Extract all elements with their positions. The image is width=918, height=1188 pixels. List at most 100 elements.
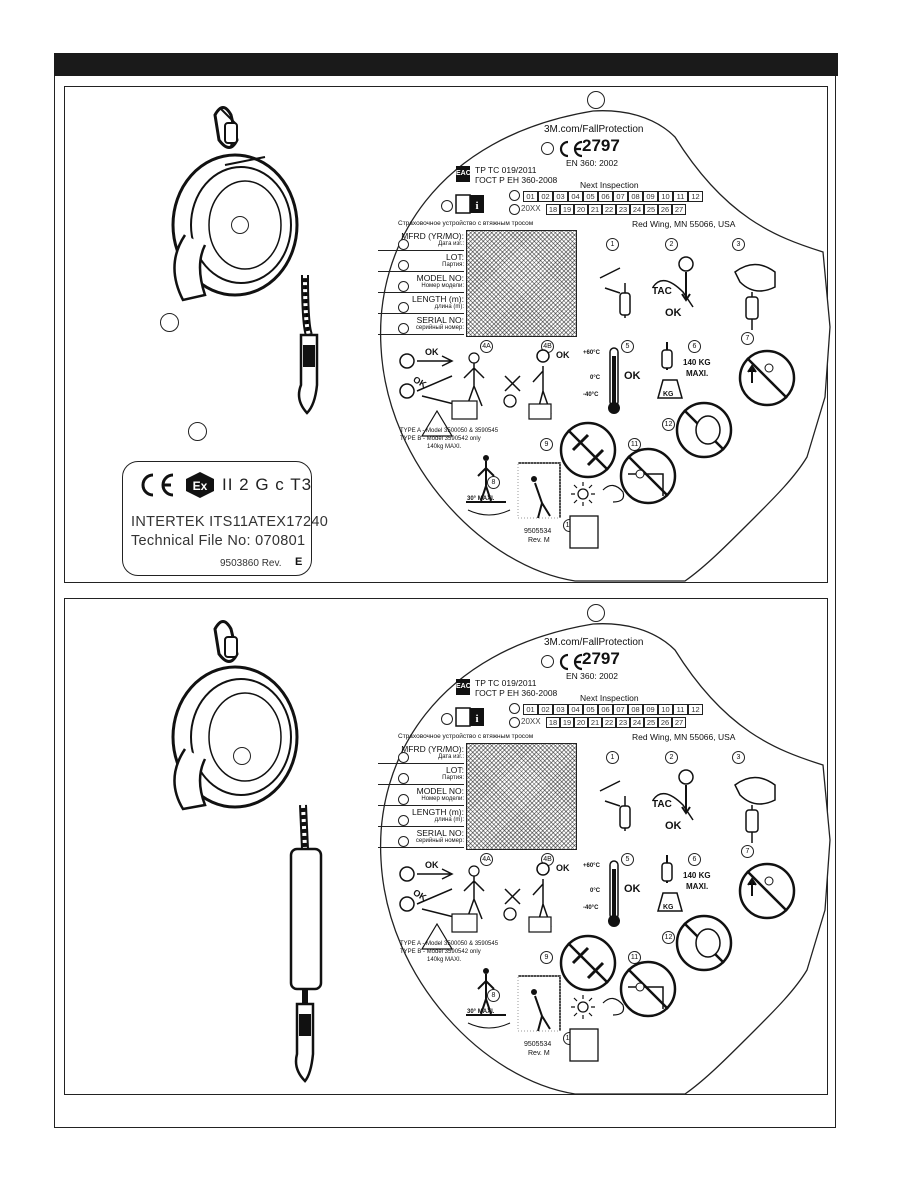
eac-mark-icon: EAC xyxy=(456,679,471,695)
load-max: MAXI. xyxy=(686,882,709,891)
type-b: TYPE B - Model 3590542 only xyxy=(400,436,481,442)
no-edge-icon xyxy=(619,960,677,1018)
callout-device xyxy=(231,216,249,234)
gost: ГОСТ Р ЕН 360-2008 xyxy=(475,688,558,698)
callout-ce xyxy=(541,655,554,668)
info-field xyxy=(378,293,464,314)
website: 3M.com/FallProtection xyxy=(544,637,644,648)
ok-5: OK xyxy=(624,370,641,382)
field-callout xyxy=(398,260,409,271)
field-label-en: MFRD (YR/MO): xyxy=(401,231,464,241)
field-callout xyxy=(398,815,409,826)
next-inspection: Next Inspection xyxy=(580,693,639,703)
thermometer-icon xyxy=(608,860,620,927)
ex-hexagon-icon: Ex xyxy=(186,472,214,498)
device-illustration xyxy=(171,106,319,415)
month-cell: 02 xyxy=(538,191,553,202)
no-open-icon xyxy=(675,401,733,459)
svg-text:Ex: Ex xyxy=(193,479,208,493)
callout-year xyxy=(509,717,520,728)
label-outline xyxy=(379,110,831,582)
step1-pictogram xyxy=(599,267,631,318)
step-number: 5 xyxy=(621,853,634,866)
callout-month xyxy=(509,190,520,201)
callout-ce xyxy=(541,142,554,155)
info-field xyxy=(378,827,464,848)
month-cell: 02 xyxy=(538,704,553,715)
month-cell: 01 xyxy=(523,704,538,715)
angle-max: 30° MAXI. xyxy=(467,496,495,502)
ce-number: 2797 xyxy=(582,136,620,155)
atex-certificate: INTERTEK ITS11ATEX17240 xyxy=(131,514,329,530)
month-cell: 03 xyxy=(553,191,568,202)
type-b-max: 140kg MAXI. xyxy=(427,444,462,450)
step3-pictogram xyxy=(734,263,776,330)
year-cell: 20 xyxy=(574,717,588,728)
callout-label xyxy=(587,91,605,109)
doc-rev: Rev. M xyxy=(528,1050,550,1057)
step-number: 4A xyxy=(480,340,493,353)
ce-number: 2797 xyxy=(582,649,620,668)
prohibited-icon xyxy=(738,862,796,920)
field-label-en: MODEL NO: xyxy=(416,786,464,796)
step2-pictogram xyxy=(652,256,694,308)
ce-mark-icon xyxy=(559,140,583,158)
month-cell: 06 xyxy=(598,704,613,715)
step-number: 2 xyxy=(665,238,678,251)
callout-year xyxy=(509,204,520,215)
field-label-en: SERIAL NO: xyxy=(416,828,464,838)
doc-number: 9505534 xyxy=(524,528,552,535)
standard: EN 360: 2002 xyxy=(566,671,618,681)
step-number: 11 xyxy=(628,951,641,964)
month-cell: 09 xyxy=(643,191,658,202)
anchor-angle-icon xyxy=(466,968,511,1029)
gost: ГОСТ Р ЕН 360-2008 xyxy=(475,175,558,185)
step-number: 6 xyxy=(688,853,701,866)
ok-4b: OK xyxy=(556,863,570,873)
month-cell: 11 xyxy=(673,191,688,202)
panel-top: Ex II 2 G c T3 INTERTEK ITS11ATEX17240 T… xyxy=(64,86,828,583)
field-label-en: LOT: xyxy=(446,252,464,262)
weight-icon xyxy=(657,342,683,399)
data-hatch-area xyxy=(466,230,577,337)
field-label-ru: длина (m): xyxy=(434,817,464,823)
field-label-ru: Номер модели: xyxy=(421,796,464,802)
step-number: 12 xyxy=(662,931,675,944)
panel-bottom xyxy=(64,598,828,1095)
field-label-ru: Партия: xyxy=(442,262,464,268)
step-number: 3 xyxy=(732,751,745,764)
field-label-ru: Партия: xyxy=(442,775,464,781)
data-hatch-area xyxy=(466,743,577,850)
year-cell: 25 xyxy=(644,204,658,215)
info-field xyxy=(378,251,464,272)
info-field xyxy=(378,314,464,335)
step3-pictogram xyxy=(734,776,776,843)
kg-label: KG xyxy=(663,904,674,911)
ok-4b: OK xyxy=(556,350,570,360)
atex-group: II 2 G c T3 xyxy=(222,475,313,494)
step1-pictogram xyxy=(599,780,631,831)
callout-label xyxy=(587,604,605,622)
step-number: 9 xyxy=(540,438,553,451)
field-callout xyxy=(398,239,409,250)
month-cell: 03 xyxy=(553,704,568,715)
info-field xyxy=(378,230,464,251)
year-prefix: 20XX xyxy=(521,717,541,726)
step-number: 11 xyxy=(628,438,641,451)
month-cell: 10 xyxy=(658,191,673,202)
month-cell: 12 xyxy=(688,704,703,715)
address: Red Wing, MN 55066, USA xyxy=(632,219,736,229)
product-label-1 xyxy=(375,97,835,583)
field-callout xyxy=(398,752,409,763)
field-label-en: SERIAL NO: xyxy=(416,315,464,325)
step-number: 5 xyxy=(621,340,634,353)
no-edge-icon xyxy=(619,447,677,505)
atex-label: Ex II 2 G c T3 INTERTEK ITS11ATEX17240 T… xyxy=(122,461,328,576)
info-field xyxy=(378,764,464,785)
website: 3M.com/FallProtection xyxy=(544,124,644,135)
field-label-en: MFRD (YR/MO): xyxy=(401,744,464,754)
weight-icon xyxy=(657,855,683,912)
field-label-ru: серийный номер: xyxy=(415,325,464,331)
step-number: 9 xyxy=(540,951,553,964)
read-manual-icon: i xyxy=(455,707,484,727)
